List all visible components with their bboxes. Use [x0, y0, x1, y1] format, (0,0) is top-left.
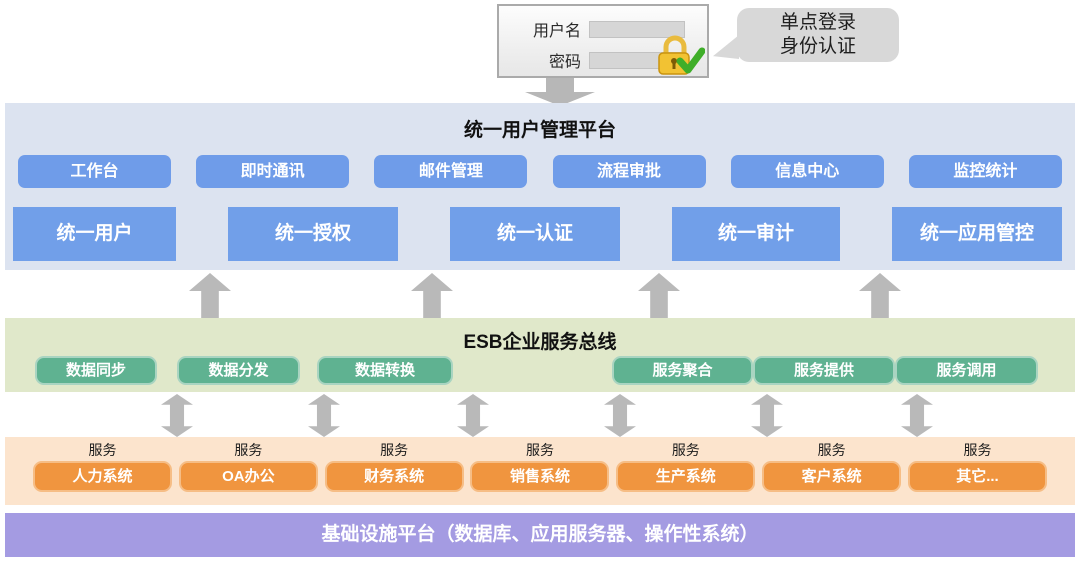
up-arrow-icon	[859, 273, 901, 318]
platform-panel: 统一用户管理平台 工作台 即时通讯 邮件管理 流程审批 信息中心 监控统计 统一…	[5, 103, 1075, 270]
username-row: 用户名	[499, 17, 707, 41]
esb-panel: ESB企业服务总线 数据同步 数据分发 数据转换 服务聚合 服务提供 服务调用	[5, 318, 1075, 392]
down-arrow-icon	[525, 78, 595, 106]
app-box-workbench: 工作台	[18, 155, 171, 188]
double-arrow-icon	[751, 394, 783, 437]
esb-title: ESB企业服务总线	[463, 332, 617, 353]
service-tag: 服务	[671, 442, 700, 458]
platform-title: 统一用户管理平台	[463, 120, 616, 141]
app-box-monitor-stats: 监控统计	[908, 155, 1062, 188]
up-arrow-icon	[189, 273, 231, 318]
double-arrow-icon	[901, 394, 933, 437]
system-col-hr: 服务 人力系统	[33, 440, 172, 505]
double-arrow-icon	[457, 394, 489, 437]
esb-box-data-transform: 数据转换	[317, 356, 453, 385]
app-box-info-center: 信息中心	[730, 155, 884, 188]
system-col-sales: 服务 销售系统	[470, 440, 610, 505]
esb-box-service-invocation: 服务调用	[895, 356, 1038, 385]
app-box-workflow-approval: 流程审批	[552, 155, 706, 188]
service-tag: 服务	[817, 442, 846, 458]
service-tag: 服务	[88, 442, 117, 458]
service-tag: 服务	[380, 442, 409, 458]
system-col-finance: 服务 财务系统	[324, 440, 464, 505]
lock-check-icon	[653, 32, 706, 76]
system-box-finance: 财务系统	[324, 461, 464, 492]
bubble-line1: 单点登录	[779, 12, 856, 33]
system-col-customer: 服务 客户系统	[762, 440, 902, 505]
system-col-production: 服务 生产系统	[616, 440, 756, 505]
up-arrow-icon	[411, 273, 453, 318]
double-arrow-icon	[604, 394, 636, 437]
service-box-unified-authentication: 统一认证	[450, 207, 620, 261]
platform-apps-row: 工作台 即时通讯 邮件管理 流程审批 信息中心 监控统计	[18, 155, 1062, 188]
app-box-instant-messaging: 即时通讯	[196, 155, 350, 188]
esb-box-data-sync: 数据同步	[35, 356, 157, 385]
service-box-unified-audit: 统一审计	[672, 207, 840, 261]
service-box-unified-authorization: 统一授权	[228, 207, 398, 261]
up-arrow-icon	[638, 273, 680, 318]
sso-callout-bubble: 单点登录 身份认证	[713, 8, 899, 62]
system-col-oa: 服务 OA办公	[178, 440, 318, 505]
system-col-other: 服务 其它...	[907, 440, 1047, 505]
app-box-mail-management: 邮件管理	[374, 155, 528, 188]
password-label: 密码	[548, 54, 581, 71]
bubble-line2: 身份认证	[779, 36, 856, 57]
esb-box-service-aggregation: 服务聚合	[612, 356, 753, 385]
platform-services-row: 统一用户 统一授权 统一认证 统一审计 统一应用管控	[13, 207, 1062, 261]
system-box-hr: 人力系统	[33, 461, 172, 492]
login-box: 用户名 密码	[497, 4, 709, 78]
system-box-customer: 客户系统	[762, 461, 902, 492]
service-tag: 服务	[525, 442, 554, 458]
service-tag: 服务	[963, 442, 992, 458]
system-box-sales: 销售系统	[470, 461, 610, 492]
esb-box-service-provision: 服务提供	[753, 356, 895, 385]
username-label: 用户名	[532, 23, 581, 40]
service-box-unified-app-control: 统一应用管控	[892, 207, 1062, 261]
systems-panel: 服务 人力系统 服务 OA办公 服务 财务系统 服务 销售系统 服务 生产系统 …	[5, 437, 1075, 505]
esb-box-data-distribution: 数据分发	[177, 356, 300, 385]
service-tag: 服务	[234, 442, 263, 458]
bubble-tail	[713, 35, 739, 59]
infrastructure-bar: 基础设施平台（数据库、应用服务器、操作性系统）	[5, 513, 1075, 557]
service-box-unified-user: 统一用户	[13, 207, 176, 261]
system-box-production: 生产系统	[616, 461, 756, 492]
username-input	[589, 20, 685, 38]
system-box-other: 其它...	[907, 461, 1047, 492]
system-box-oa: OA办公	[178, 461, 318, 492]
double-arrow-icon	[308, 394, 340, 437]
double-arrow-icon	[161, 394, 193, 437]
